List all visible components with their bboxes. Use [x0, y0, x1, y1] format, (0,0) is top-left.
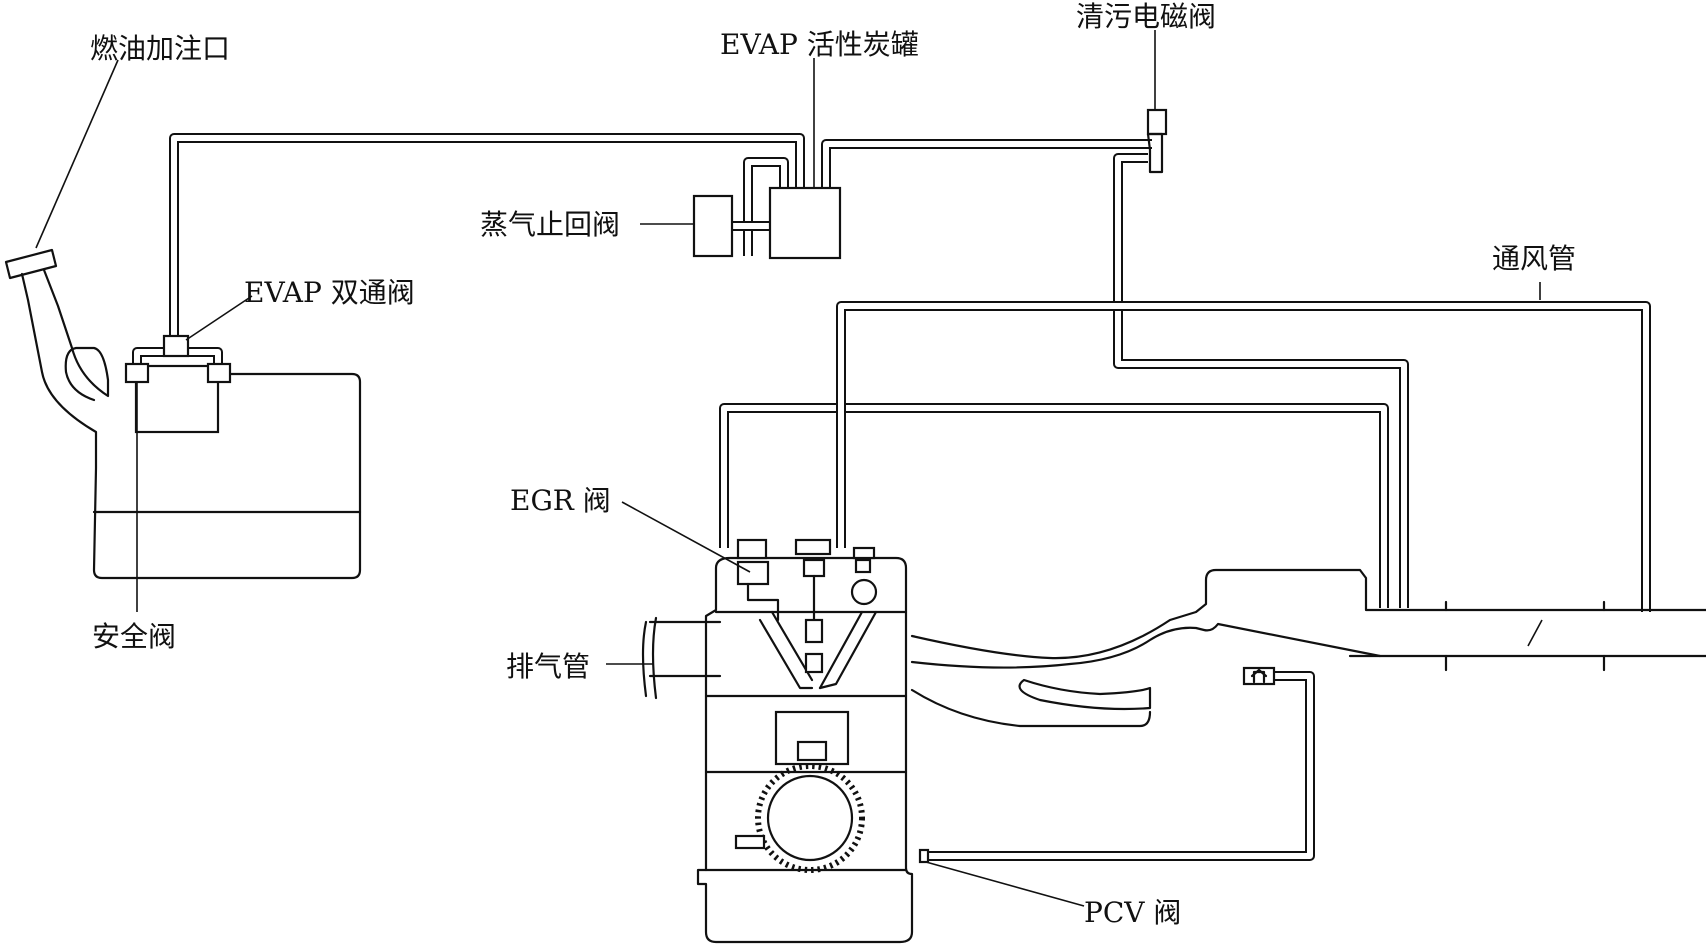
engine [696, 538, 930, 944]
sensor-body [854, 558, 872, 574]
label-filler: 燃油加注口 [90, 32, 230, 65]
vacuum-port [1242, 666, 1276, 686]
piston-pin [796, 740, 828, 762]
sensor [734, 834, 766, 850]
spark-plug [804, 652, 824, 674]
leader-lines [35, 30, 1541, 907]
exhaust-pipe [641, 616, 722, 700]
safety-valve-box [124, 362, 150, 384]
crankshaft-gear [766, 774, 854, 862]
injector-body [804, 618, 824, 644]
label-purge-valve: 清污电磁阀 [1076, 0, 1216, 33]
pipes [132, 133, 1651, 861]
label-egr-valve: EGR 阀 [510, 484, 611, 517]
label-vent-pipe: 通风管 [1492, 242, 1576, 275]
canister-box [768, 186, 842, 260]
two-way-valve-box [162, 334, 190, 358]
injector-top [794, 538, 832, 556]
cam-sensor [850, 578, 878, 606]
injector-cap [802, 558, 826, 578]
check-valve-box [692, 194, 734, 258]
label-safety-valve: 安全阀 [92, 620, 176, 653]
pcv-valve-box [918, 848, 930, 864]
intake-manifold [910, 568, 1706, 728]
label-exhaust-pipe: 排气管 [506, 650, 590, 683]
sensor-cap [852, 546, 876, 560]
label-pcv-valve: PCV 阀 [1084, 896, 1181, 929]
rollover-valve-box [206, 362, 232, 384]
labels: 燃油加注口 EVAP 活性炭罐 清污电磁阀 蒸气止回阀 EVAP 双通阀 通风管… [90, 0, 1576, 929]
purge-valve-box [1146, 108, 1168, 136]
fuel-tank [4, 248, 362, 612]
label-check-valve: 蒸气止回阀 [480, 208, 620, 241]
label-canister: EVAP 活性炭罐 [720, 28, 919, 61]
tank-reservoir [134, 364, 220, 434]
egr-valve-body [736, 560, 770, 586]
egr-valve-top [736, 538, 768, 560]
label-two-way-valve: EVAP 双通阀 [244, 276, 415, 309]
evap-components [692, 108, 1168, 260]
